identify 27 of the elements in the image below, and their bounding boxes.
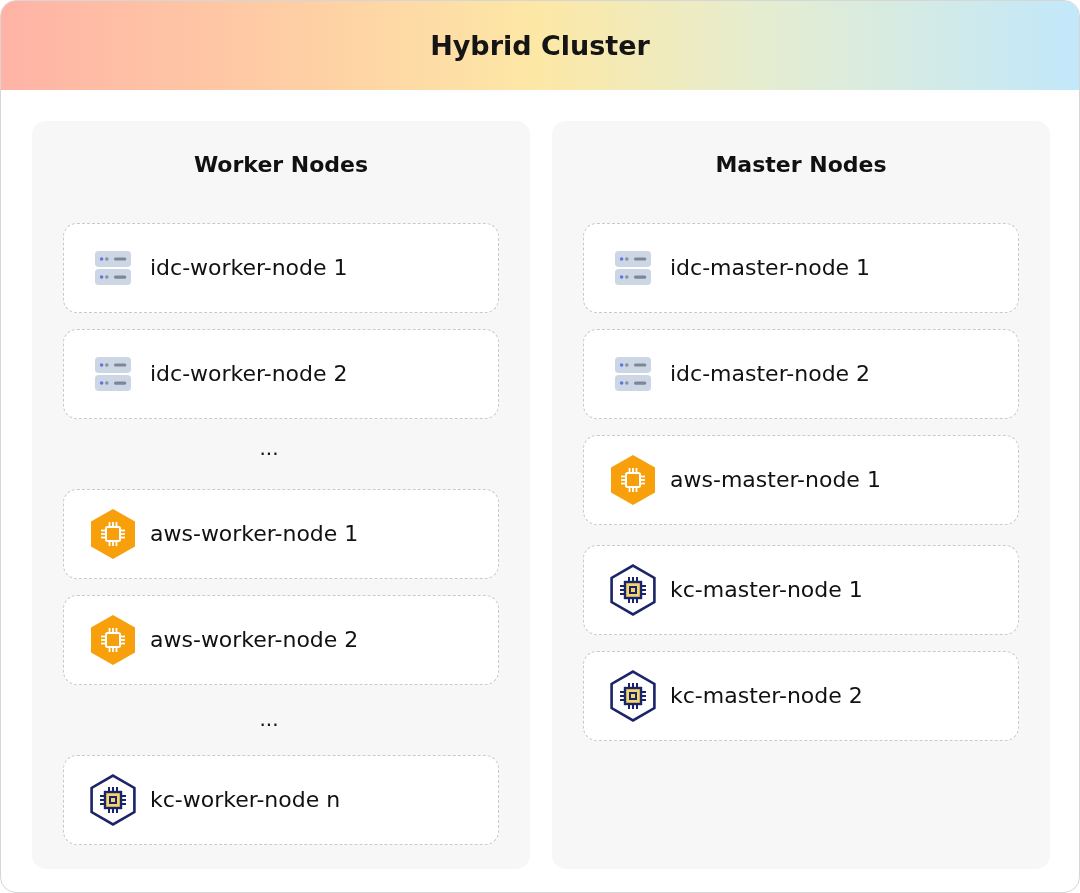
group-panel <box>32 121 530 869</box>
cluster-title: Hybrid Cluster <box>430 30 650 61</box>
node-card <box>583 545 1019 635</box>
node-card <box>583 223 1019 313</box>
node-name: idc-master-node 2 <box>670 360 871 388</box>
node-card <box>63 329 499 419</box>
ellipsis: ... <box>259 438 279 458</box>
node-name: kc-master-node 1 <box>670 576 863 604</box>
node-card <box>63 223 499 313</box>
node-name: aws-worker-node 1 <box>150 520 359 548</box>
node-card <box>63 755 499 845</box>
node-name: idc-worker-node 2 <box>150 360 348 388</box>
group-panel <box>552 121 1050 869</box>
node-name: aws-worker-node 2 <box>150 626 359 654</box>
node-card <box>63 489 499 579</box>
node-card <box>63 595 499 685</box>
node-name: idc-worker-node 1 <box>150 254 348 282</box>
node-name: idc-master-node 1 <box>670 254 871 282</box>
node-card <box>583 329 1019 419</box>
node-name: aws-master-node 1 <box>670 466 881 494</box>
node-card <box>583 651 1019 741</box>
ellipsis: ... <box>259 709 279 729</box>
group-title: Master Nodes <box>715 152 887 177</box>
group-title: Worker Nodes <box>193 152 369 177</box>
node-name: kc-master-node 2 <box>670 682 863 710</box>
node-card <box>583 435 1019 525</box>
node-name: kc-worker-node n <box>150 786 341 814</box>
